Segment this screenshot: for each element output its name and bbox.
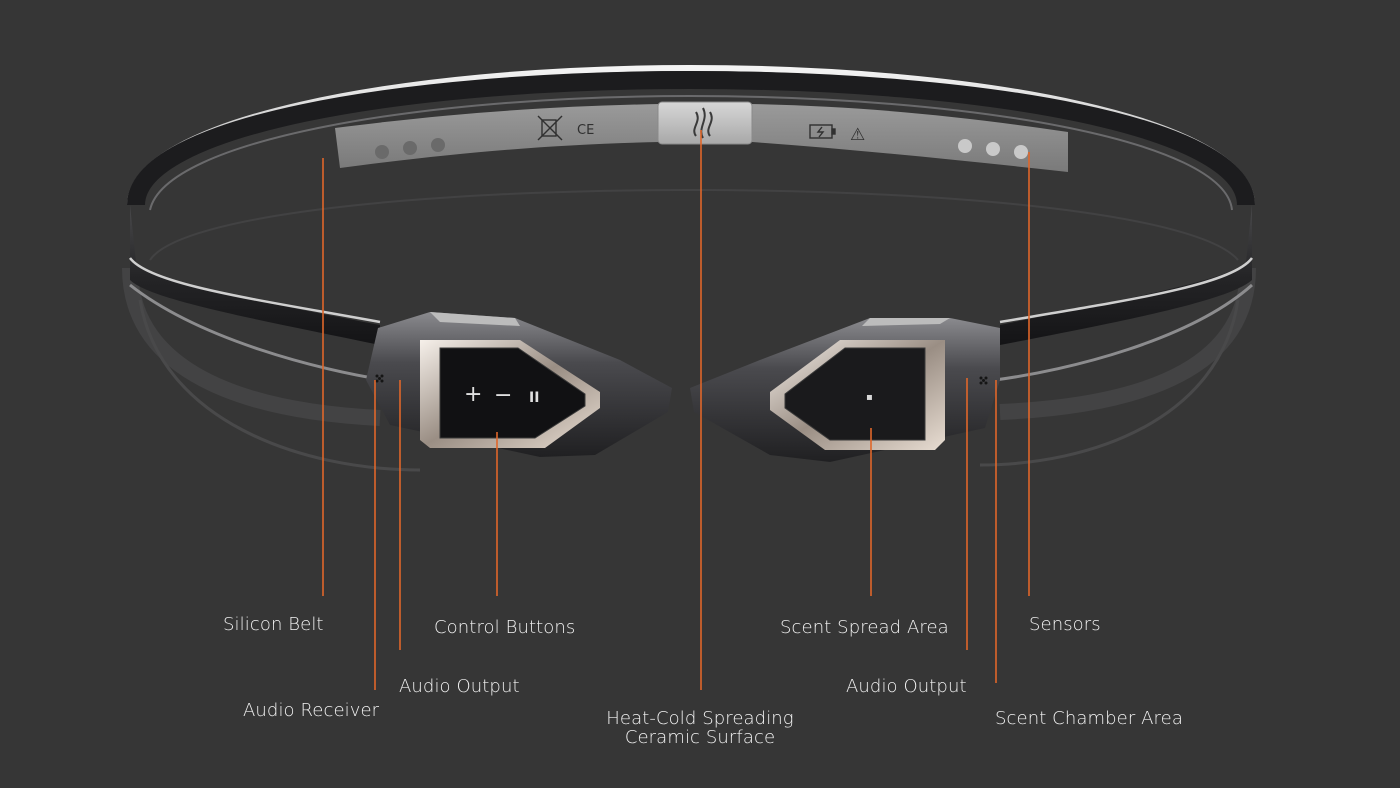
- label-heat-cold-line-1: Heat-Cold Spreading: [606, 708, 794, 729]
- label-audio-output-right: Audio Output: [846, 676, 967, 697]
- label-silicon-belt: Silicon Belt: [223, 614, 324, 635]
- sensor-dot-icon: [431, 138, 445, 152]
- label-audio-output-left: Audio Output: [399, 676, 520, 697]
- scent-indicator-icon: ▪: [866, 392, 873, 403]
- weee-bin-icon: [537, 115, 563, 141]
- label-heat-cold-line-2: Ceramic Surface: [624, 727, 776, 748]
- sensor-dot-icon: [986, 142, 1000, 156]
- label-audio-receiver: Audio Receiver: [243, 700, 380, 721]
- ceramic-surface: [657, 101, 753, 145]
- label-sensors: Sensors: [1029, 614, 1101, 635]
- right-scent-pod: ▪: [690, 318, 1000, 462]
- sensor-strip: CE ⚠: [335, 104, 1068, 172]
- warning-icon: ⚠: [850, 125, 865, 145]
- volume-down-icon: −: [494, 383, 512, 408]
- label-control-buttons: Control Buttons: [434, 617, 576, 638]
- label-heat-cold: Heat-Cold Spreading Ceramic Surface: [580, 709, 820, 747]
- leader-lines: [322, 130, 1030, 690]
- pause-icon: II: [529, 390, 539, 406]
- ce-mark-icon: CE: [577, 123, 594, 138]
- battery-icon: [809, 124, 836, 139]
- headband-ring: [127, 64, 1255, 382]
- sensor-dot-icon: [375, 145, 389, 159]
- left-control-pod: + − II: [366, 312, 672, 457]
- band-reflection: [122, 188, 1256, 472]
- mic-grille-icon: [979, 376, 988, 385]
- sensor-dot-icon: [403, 141, 417, 155]
- label-scent-spread: Scent Spread Area: [780, 617, 949, 638]
- heat-waves-icon: [693, 107, 713, 139]
- volume-up-icon: +: [464, 382, 482, 407]
- label-scent-chamber: Scent Chamber Area: [995, 708, 1183, 729]
- sensor-dot-icon: [1014, 145, 1028, 159]
- mic-grille-icon: [375, 374, 384, 383]
- sensor-dot-icon: [958, 139, 972, 153]
